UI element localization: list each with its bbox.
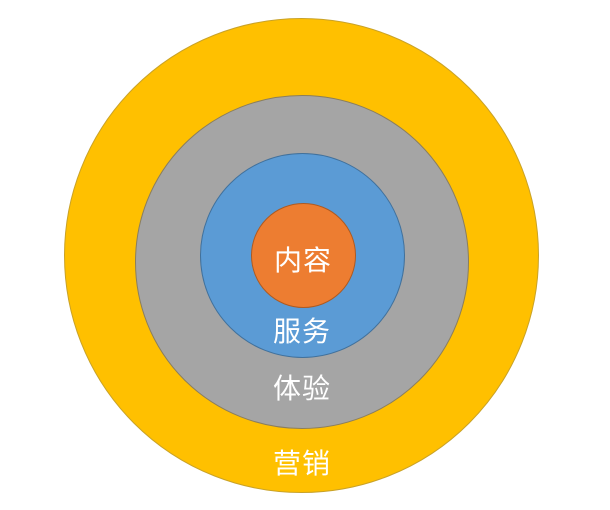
label-content: 内容 xyxy=(273,244,332,277)
label-service: 服务 xyxy=(272,315,331,348)
label-marketing: 营销 xyxy=(272,447,331,480)
core-circle-content xyxy=(251,203,356,308)
label-experience: 体验 xyxy=(272,372,331,405)
